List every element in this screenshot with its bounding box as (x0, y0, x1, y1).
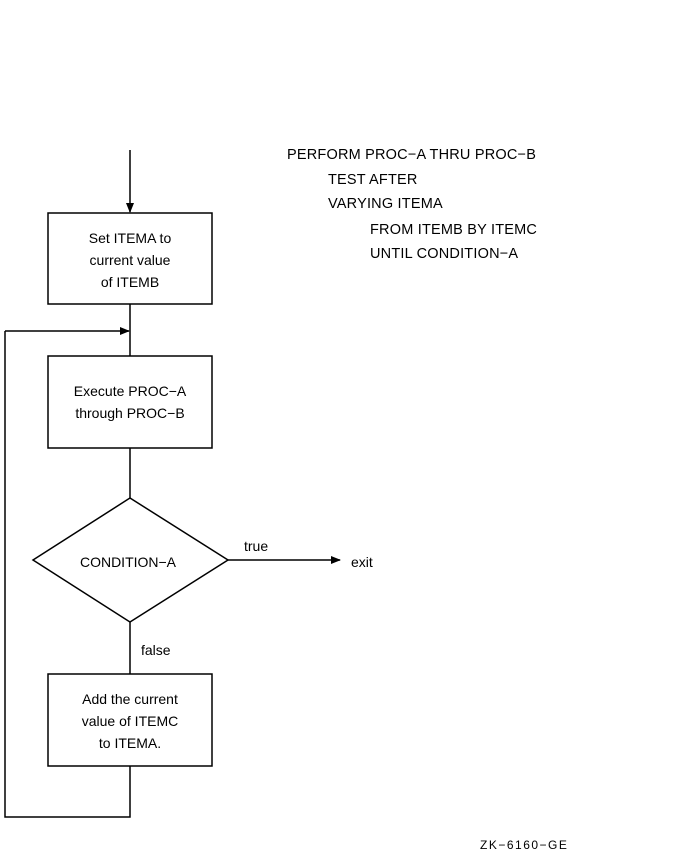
execute-proc-box (47, 355, 213, 449)
code-line-test-after: TEST AFTER (328, 172, 418, 188)
add-itemc-text-line3: to ITEMA. (99, 735, 161, 751)
true-label: true (244, 538, 268, 554)
loop-back-line (4, 331, 131, 818)
add-itemc-text-line2: value of ITEMC (82, 713, 178, 729)
figure-id: ZK−6160−GE (480, 838, 569, 852)
set-itema-text-line1: Set ITEMA to (89, 230, 172, 246)
execute-proc-text-line2: through PROC−B (75, 405, 184, 421)
code-line-until: UNTIL CONDITION−A (370, 246, 519, 262)
set-itema-text-line3: of ITEMB (101, 274, 159, 290)
condition-text: CONDITION−A (80, 554, 177, 570)
set-itema-text-line2: current value (90, 252, 171, 268)
code-line-from: FROM ITEMB BY ITEMC (370, 222, 538, 238)
false-label: false (141, 642, 171, 658)
code-line-varying: VARYING ITEMA (328, 196, 443, 212)
add-itemc-text-line1: Add the current (82, 691, 178, 707)
add-itemc-box (47, 673, 213, 767)
code-line-perform: PERFORM PROC−A THRU PROC−B (287, 147, 537, 163)
exit-label: exit (351, 554, 373, 570)
execute-proc-text-line1: Execute PROC−A (74, 383, 187, 399)
